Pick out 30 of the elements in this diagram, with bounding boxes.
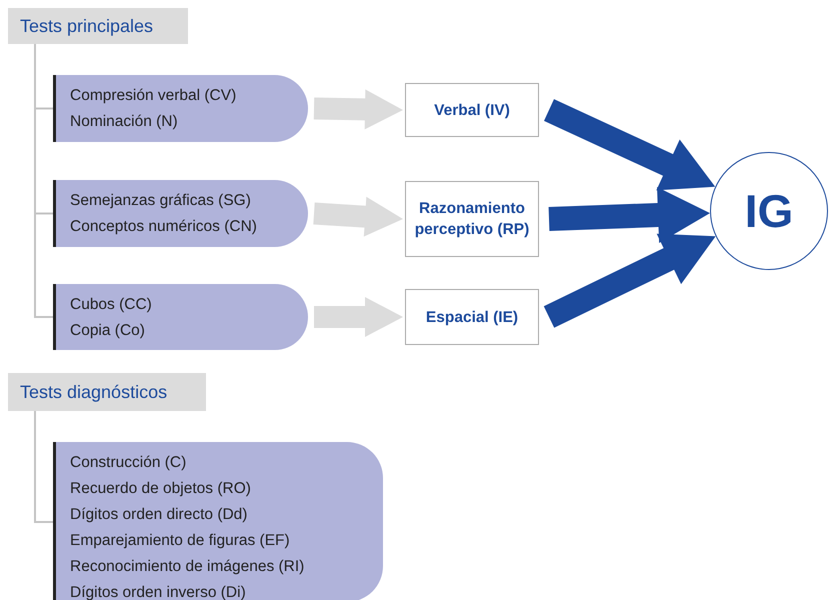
section-heading: Tests diagnósticos: [8, 373, 206, 411]
test-name: Copia (Co): [70, 321, 145, 341]
test-name: Nominación (N): [70, 112, 178, 132]
test-name: Conceptos numéricos (CN): [70, 217, 257, 237]
test-name: Emparejamiento de figuras (EF): [70, 531, 290, 551]
bracket-line: [34, 44, 53, 318]
block-arrow: [544, 234, 716, 328]
block-arrow: [313, 196, 403, 237]
test-name: Compresión verbal (CV): [70, 86, 236, 106]
test-name: Dígitos orden inverso (Di): [70, 583, 246, 600]
bracket-line: [34, 411, 53, 523]
test-name: Recuerdo de objetos (RO): [70, 479, 251, 499]
test-name: Reconocimiento de imágenes (RI): [70, 557, 304, 577]
test-group-box: [53, 284, 308, 350]
test-name: Semejanzas gráficas (SG): [70, 191, 251, 211]
test-group-box: [53, 180, 308, 247]
test-name: Cubos (CC): [70, 295, 152, 315]
result-circle: IG: [710, 152, 828, 270]
index-box: Verbal (IV): [405, 83, 539, 137]
block-arrow: [314, 297, 403, 337]
test-name: Dígitos orden directo (Dd): [70, 505, 248, 525]
test-name: Construcción (C): [70, 453, 186, 473]
test-group-box: [53, 442, 383, 600]
index-box: Razonamiento perceptivo (RP): [405, 181, 539, 257]
test-group-box: [53, 75, 308, 142]
block-arrow: [548, 187, 710, 243]
block-arrow: [544, 99, 716, 190]
index-box: Espacial (IE): [405, 289, 539, 345]
section-heading: Tests principales: [8, 8, 188, 44]
block-arrow: [314, 89, 403, 130]
